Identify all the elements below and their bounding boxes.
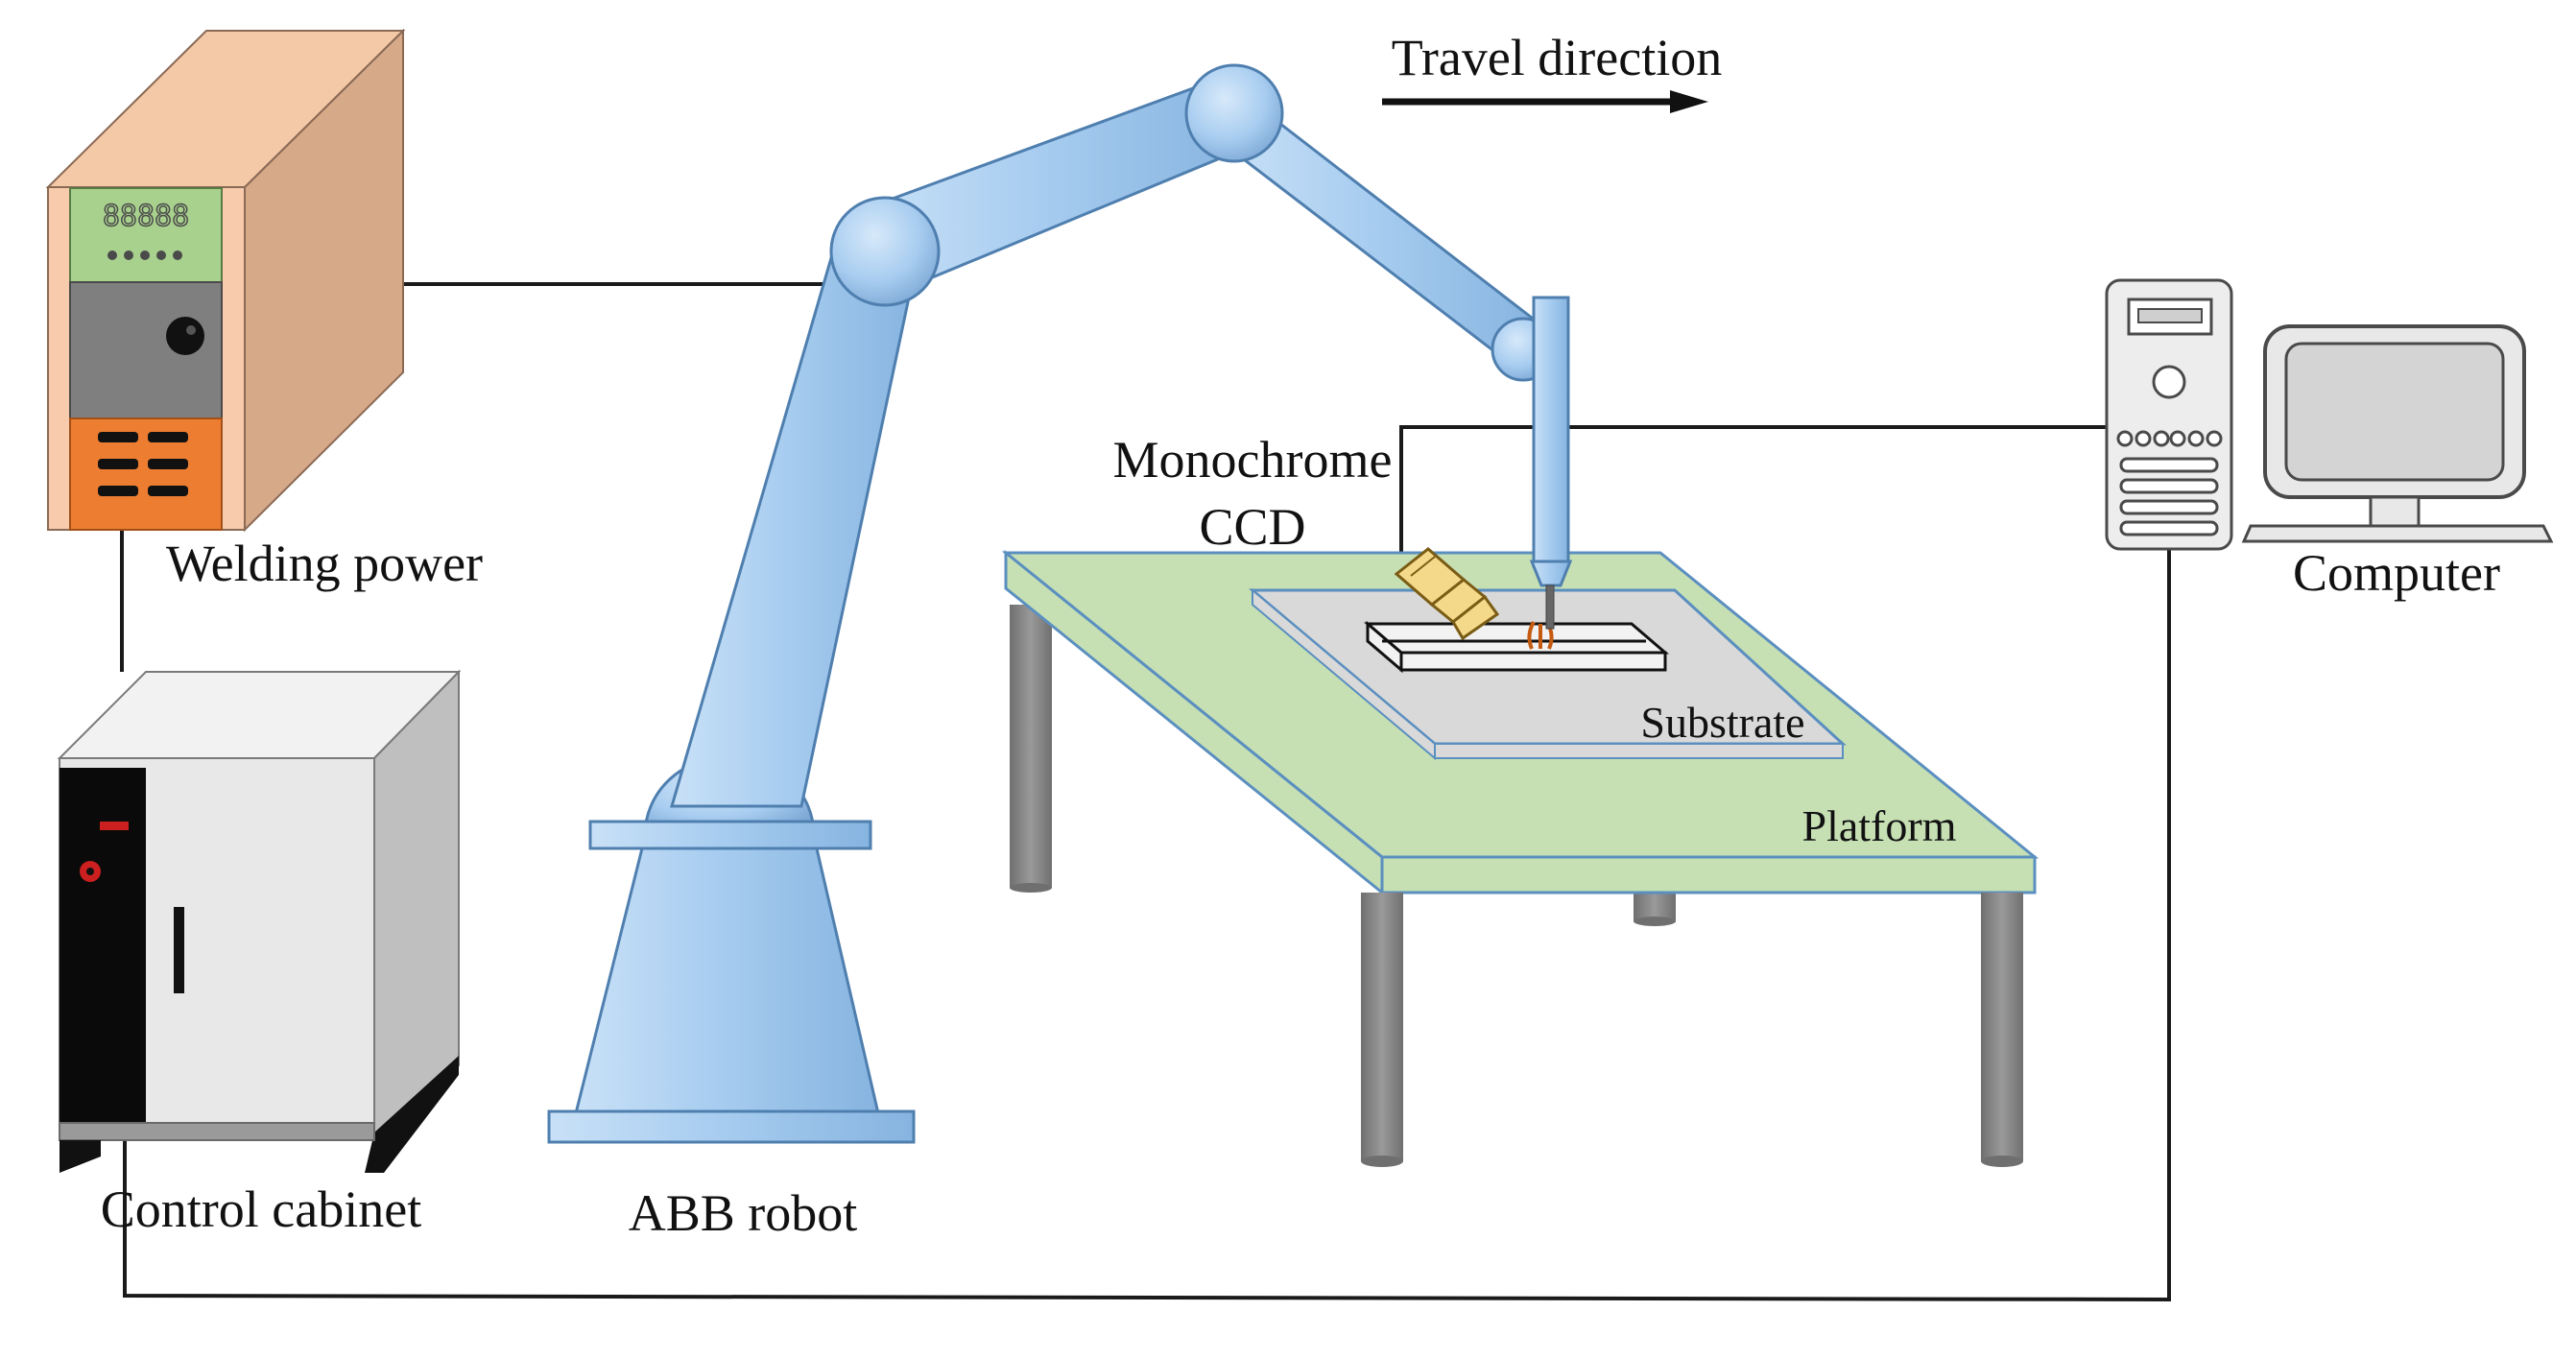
substrate-label: Substrate bbox=[1640, 698, 1804, 747]
computer-tower-icon bbox=[2105, 278, 2233, 551]
robot-base-flange bbox=[588, 820, 872, 850]
welding-power-supply-icon: 88888 bbox=[45, 28, 406, 533]
platform-leg-back-left bbox=[1010, 605, 1052, 888]
power-digital-display: 88888 bbox=[103, 200, 189, 233]
tower-port-circles bbox=[2116, 430, 2223, 447]
control-cabinet-label: Control cabinet bbox=[101, 1180, 421, 1238]
connection-wires bbox=[120, 282, 2171, 1302]
deposited-layers bbox=[1363, 620, 1670, 674]
welding-power-label: Welding power bbox=[166, 535, 483, 592]
robot-torch-wire bbox=[1545, 584, 1555, 630]
cabinet-indicator-icon bbox=[100, 822, 129, 830]
power-knob-icon bbox=[166, 317, 204, 355]
travel-direction-label: Travel direction bbox=[1392, 29, 1722, 86]
power-vent-section bbox=[69, 417, 223, 531]
ccd-label: CCD bbox=[1199, 498, 1305, 556]
arrow-right-icon bbox=[1382, 90, 1708, 113]
tower-power-button-icon bbox=[2152, 365, 2186, 399]
platform-label: Platform bbox=[1802, 801, 1957, 850]
wire-ccd-to-computer bbox=[1399, 425, 2107, 552]
control-cabinet-icon bbox=[57, 669, 462, 1173]
robot-shoulder-joint bbox=[829, 196, 941, 307]
robot-torch-body bbox=[1532, 296, 1570, 568]
robot-arm-icon bbox=[547, 63, 1573, 1144]
cabinet-handle bbox=[174, 907, 184, 993]
robot-base-pedestal bbox=[574, 843, 880, 1115]
power-vent-slots bbox=[98, 432, 188, 496]
robot-lower-arm bbox=[670, 250, 918, 808]
robot-base-plate bbox=[547, 1109, 916, 1144]
power-indicator-dots bbox=[107, 250, 182, 260]
power-control-section bbox=[69, 281, 223, 419]
platform-table-icon bbox=[1001, 549, 2039, 1167]
abb-robot-label: ABB robot bbox=[629, 1184, 858, 1242]
robot-elbow-joint bbox=[1184, 63, 1284, 163]
ccd-camera-icon bbox=[1394, 547, 1500, 641]
platform-leg-front-right bbox=[1981, 893, 2023, 1161]
platform-leg-front-left bbox=[1361, 893, 1403, 1161]
power-display-section bbox=[69, 187, 223, 283]
wire-cabinet-to-computer bbox=[123, 549, 2171, 1302]
platform-front-edge bbox=[1380, 855, 2037, 894]
monitor-screen bbox=[2284, 342, 2505, 482]
tower-vents bbox=[2119, 457, 2219, 536]
monochrome-label: Monochrome bbox=[1113, 431, 1393, 489]
computer-label: Computer bbox=[2293, 544, 2500, 602]
cabinet-base-shadow bbox=[365, 1056, 459, 1173]
cabinet-base bbox=[59, 1122, 375, 1141]
monitor-neck bbox=[2369, 495, 2421, 528]
robot-torch-nozzle bbox=[1529, 560, 1573, 587]
monitor-icon bbox=[2241, 324, 2554, 543]
monitor-stand bbox=[2241, 524, 2554, 543]
